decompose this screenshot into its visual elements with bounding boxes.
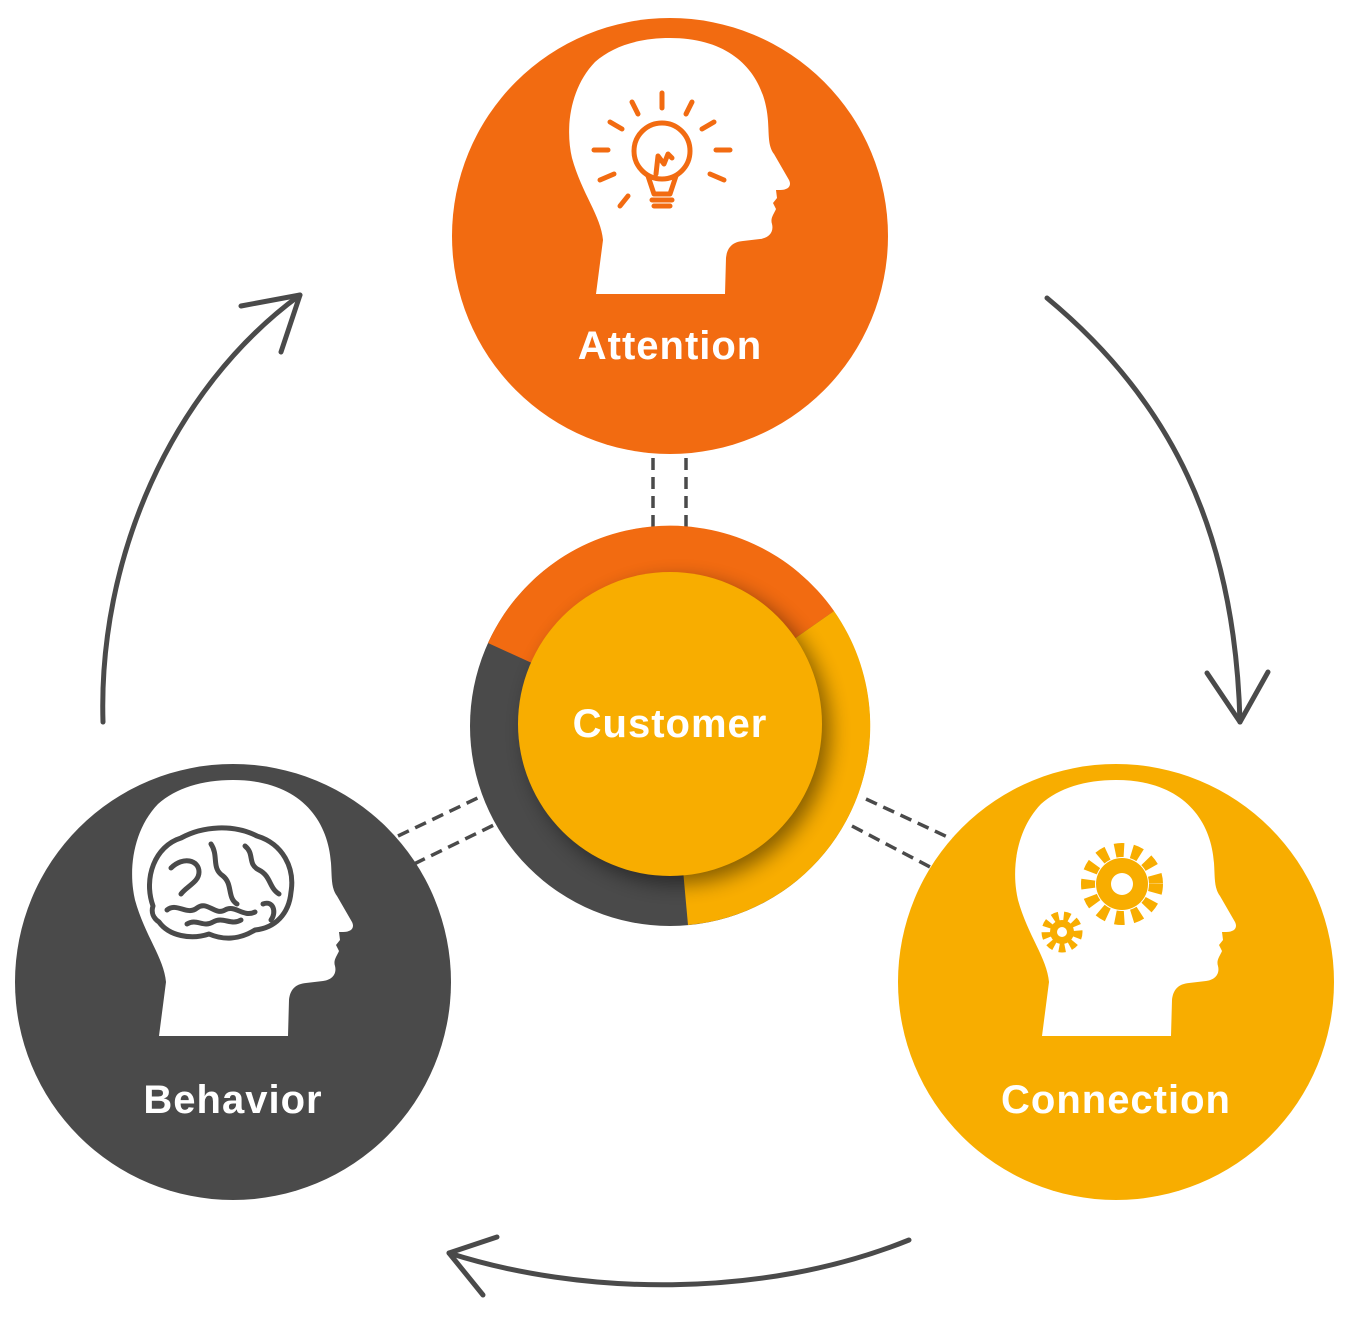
node-behavior: Behavior	[15, 764, 451, 1200]
arrow-head-connection	[1204, 669, 1271, 725]
dashed-connectors	[397, 458, 955, 870]
attention-label: Attention	[578, 324, 763, 368]
head-brain-icon	[132, 780, 353, 1036]
connector-connection-line-1	[865, 797, 955, 842]
head-gears-icon	[1015, 780, 1236, 1036]
connector-behavior-line-1	[397, 792, 487, 838]
node-connection: Connection	[898, 764, 1334, 1200]
arrow-head-behavior	[446, 1234, 500, 1298]
cycle-arrows	[100, 292, 1271, 1298]
arrow-behavior-to-attention	[100, 292, 303, 725]
arrow-attention-to-connection	[1044, 295, 1243, 725]
head-lightbulb-icon	[569, 38, 790, 294]
connector-behavior-line-2	[413, 820, 501, 866]
connection-label: Connection	[1001, 1078, 1231, 1122]
arrow-head-attention	[238, 292, 303, 355]
behavior-label: Behavior	[143, 1078, 322, 1122]
center-ring: Customer	[470, 525, 871, 926]
center-label: Customer	[573, 702, 768, 746]
arrow-connection-to-behavior	[446, 1237, 912, 1288]
node-attention: Attention	[452, 18, 888, 454]
center-circle	[518, 572, 822, 876]
connector-connection-line-2	[851, 824, 933, 870]
